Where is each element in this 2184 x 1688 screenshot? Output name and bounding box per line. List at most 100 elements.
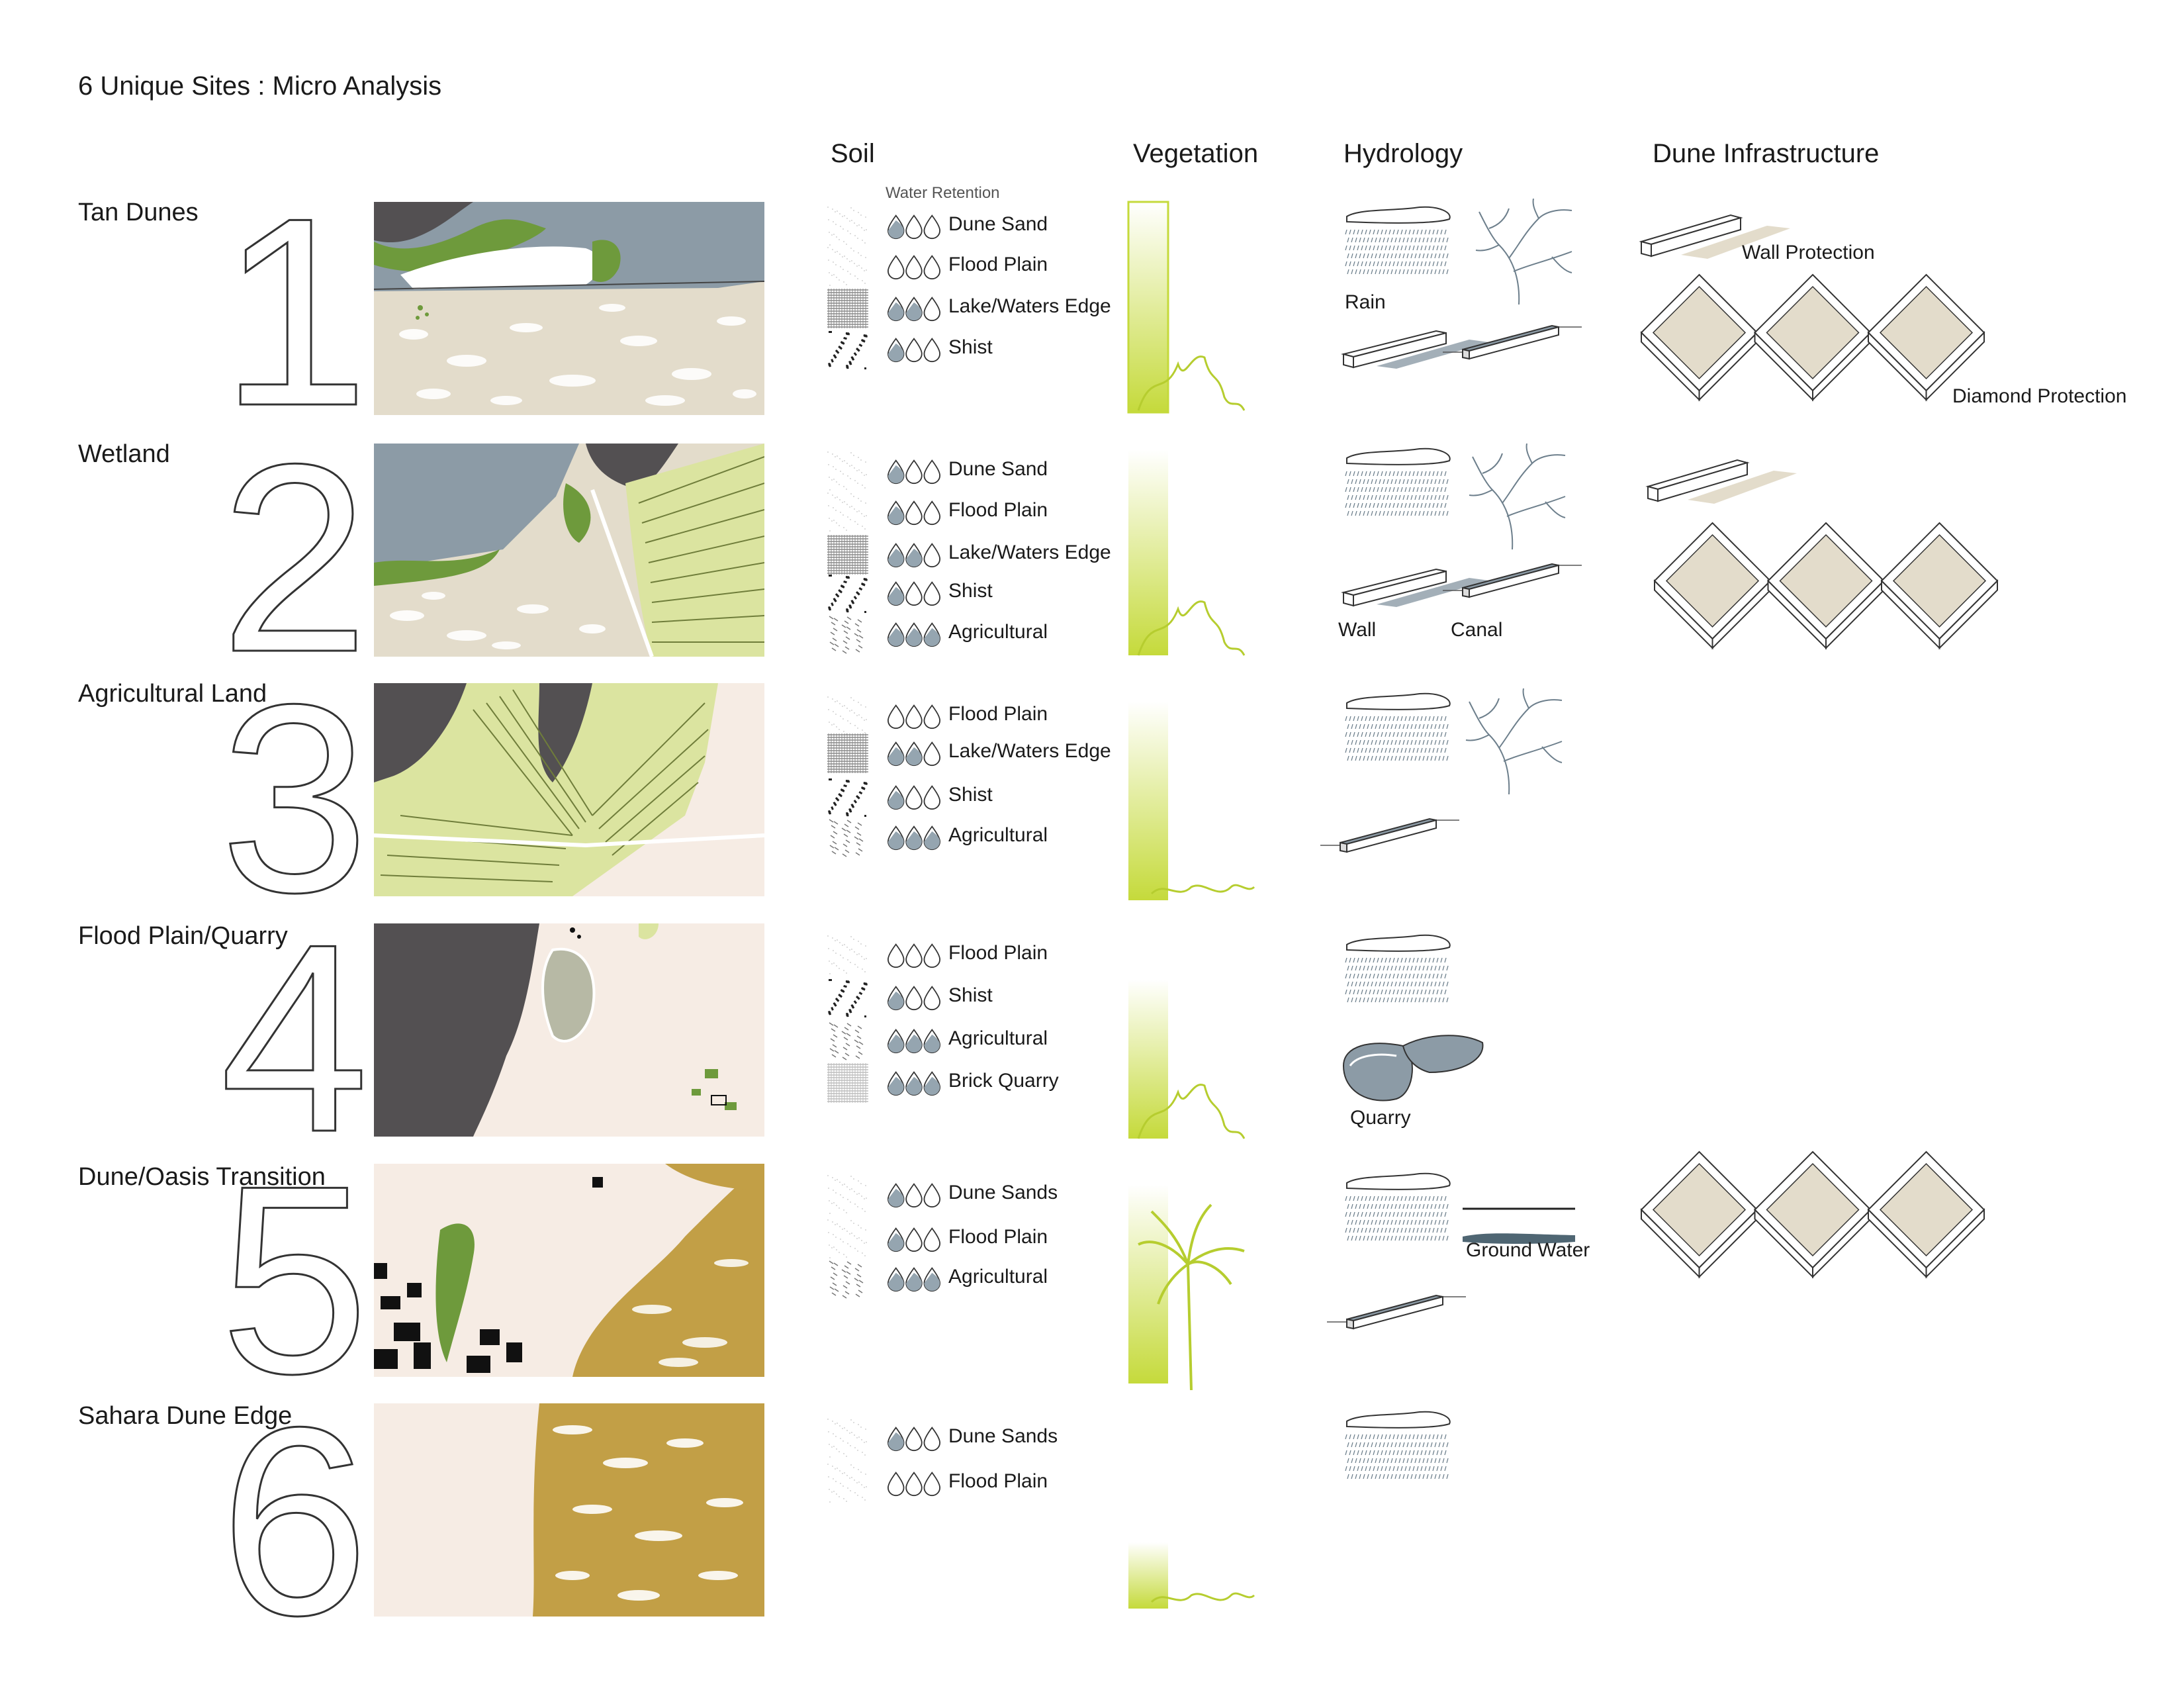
site-map-3 — [374, 683, 764, 896]
rain-cloud-icon — [1345, 206, 1451, 275]
soil-pattern-swatch — [829, 819, 864, 857]
soil-type-label: Dune Sand — [948, 213, 1048, 235]
diamond-protection-icon — [1640, 1150, 1985, 1279]
water-drop-icon — [923, 255, 941, 280]
water-drop-fill — [887, 1233, 904, 1252]
water-drop-fill — [887, 302, 904, 321]
soil-row: Shist — [827, 777, 1138, 817]
site-name-5: Dune/Oasis Transition — [78, 1163, 326, 1191]
soil-pattern-swatch — [827, 247, 867, 286]
water-drop-icon — [923, 338, 941, 363]
soil-pattern-swatch — [827, 1464, 867, 1503]
water-drop-icon — [887, 255, 905, 280]
site-name-3: Agricultural Land — [78, 680, 267, 708]
soil-pattern-swatch — [828, 778, 868, 817]
soil-pattern-swatch — [827, 289, 868, 328]
soil-row: Lake/Waters Edge — [827, 733, 1138, 773]
water-drop-fill — [887, 586, 904, 606]
water-retention-drops-icon — [887, 500, 941, 526]
soil-row: Flood Plain — [827, 696, 1138, 736]
water-drop-fill — [906, 831, 922, 850]
diamond-protection-icon — [1653, 522, 1999, 650]
soil-type-label: Shist — [948, 784, 993, 806]
site-name-2: Wetland — [78, 440, 170, 468]
water-drop-fill — [924, 831, 940, 850]
vegetation-indicator-6 — [1128, 1542, 1255, 1609]
water-retention-drops-icon — [887, 825, 941, 851]
soil-row: Dune Sand — [827, 207, 1138, 246]
river-network-icon — [1465, 688, 1563, 795]
canal-icon — [1320, 818, 1459, 853]
water-retention-drops-icon — [887, 741, 941, 767]
soil-type-label: Agricultural — [948, 824, 1048, 846]
water-retention-drops-icon — [887, 1029, 941, 1054]
water-drop-fill — [887, 1034, 904, 1053]
water-drop-icon — [923, 500, 941, 526]
water-drop-icon — [923, 459, 941, 485]
soil-pattern-swatch — [827, 1175, 867, 1214]
soil-row: Dune Sands — [827, 1175, 1138, 1215]
soil-pattern-swatch — [827, 492, 867, 532]
ground-water-label: Ground Water — [1466, 1239, 1590, 1261]
water-retention-drops-icon — [887, 785, 941, 810]
water-retention-drops-icon — [887, 943, 941, 968]
water-retention-drops-icon — [887, 1472, 941, 1497]
water-drop-icon — [923, 543, 941, 568]
water-drop-icon — [905, 986, 923, 1011]
soil-type-label: Dune Sands — [948, 1182, 1058, 1203]
water-retention-label: Water Retention — [886, 184, 1000, 202]
water-drop-icon — [923, 1183, 941, 1208]
wall-label: Wall — [1338, 619, 1377, 641]
soil-row: Flood Plain — [827, 1219, 1138, 1259]
water-drop-icon — [923, 214, 941, 240]
soil-type-label: Flood Plain — [948, 1226, 1048, 1248]
wall-protection-icon — [1639, 214, 1790, 259]
soil-row: Flood Plain — [827, 1464, 1138, 1503]
water-drop-icon — [923, 785, 941, 810]
soil-type-label: Agricultural — [948, 1266, 1048, 1288]
vegetation-indicator-2 — [1128, 450, 1246, 656]
water-retention-drops-icon — [887, 704, 941, 729]
water-drop-fill — [887, 1272, 904, 1291]
quarry-icon — [1342, 1035, 1484, 1102]
water-drop-fill — [887, 628, 904, 647]
water-drop-icon — [905, 704, 923, 729]
soil-row: Agricultural — [827, 1259, 1138, 1299]
water-drop-icon — [923, 581, 941, 606]
water-drop-fill — [887, 747, 904, 766]
quarry-label: Quarry — [1350, 1107, 1411, 1129]
water-drop-fill — [924, 1076, 940, 1096]
soil-type-label: Flood Plain — [948, 1470, 1048, 1492]
water-retention-drops-icon — [887, 543, 941, 568]
water-drop-icon — [905, 581, 923, 606]
water-drop-icon — [887, 704, 905, 729]
water-drop-fill — [887, 790, 904, 810]
water-retention-drops-icon — [887, 1267, 941, 1292]
water-drop-fill — [906, 747, 922, 766]
soil-row: Agricultural — [827, 614, 1138, 654]
soil-pattern-swatch — [827, 935, 867, 974]
site-map-5 — [374, 1164, 764, 1377]
site-map-4 — [374, 923, 764, 1137]
vegetation-indicator-1 — [1127, 201, 1246, 414]
water-drop-fill — [906, 1076, 922, 1096]
site-name-1: Tan Dunes — [78, 199, 199, 226]
soil-type-label: Lake/Waters Edge — [948, 541, 1111, 563]
column-header-hydrology: Hydrology — [1343, 139, 1463, 168]
site-number-3: 3 — [219, 648, 370, 948]
water-drop-icon — [905, 1472, 923, 1497]
water-drop-icon — [887, 1472, 905, 1497]
soil-row: Brick Quarry — [827, 1063, 1138, 1103]
water-drop-fill — [906, 628, 922, 647]
site-number-5: 5 — [219, 1129, 370, 1429]
vegetation-indicator-4 — [1128, 980, 1246, 1139]
site-name-4: Flood Plain/Quarry — [78, 922, 288, 950]
site-number-6: 6 — [219, 1371, 370, 1671]
water-retention-drops-icon — [887, 1427, 941, 1452]
water-retention-drops-icon — [887, 255, 941, 280]
water-drop-icon — [923, 704, 941, 729]
water-drop-icon — [887, 943, 905, 968]
water-drop-icon — [923, 943, 941, 968]
soil-row: Dune Sands — [827, 1419, 1138, 1458]
canal-icon — [1443, 324, 1582, 360]
